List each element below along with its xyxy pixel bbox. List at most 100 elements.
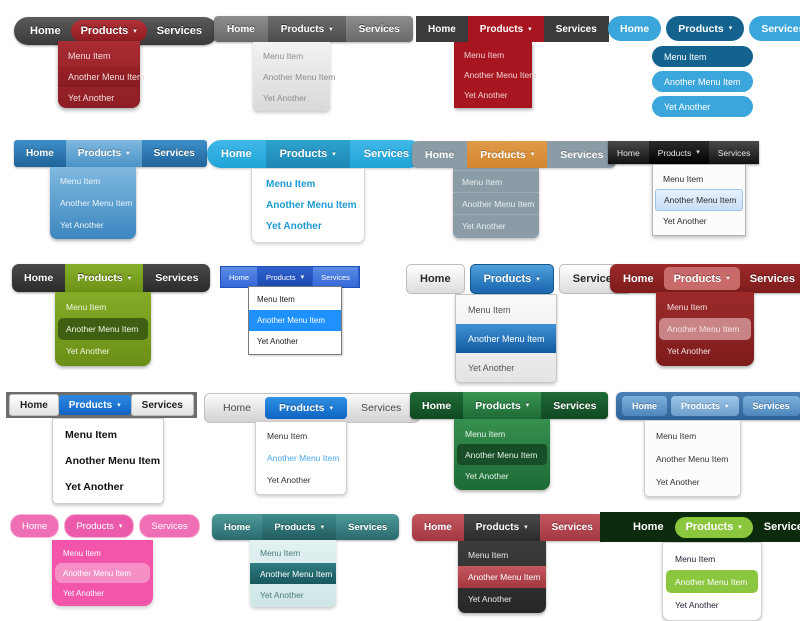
dropdown-item[interactable]: Yet Another: [60, 220, 104, 230]
dropdown-item[interactable]: Another Menu Item: [464, 70, 537, 80]
nav-item-products[interactable]: Products▾: [463, 514, 540, 541]
dropdown-item[interactable]: Another Menu Item: [656, 453, 729, 464]
dropdown-item[interactable]: Menu Item: [266, 179, 316, 190]
dropdown-item[interactable]: Menu Item: [263, 50, 304, 61]
nav-item-products[interactable]: Products▾: [666, 16, 745, 41]
nav-item-products[interactable]: Products▾: [70, 20, 147, 42]
dropdown-item[interactable]: Another Menu Item: [58, 318, 148, 340]
dropdown-item[interactable]: Menu Item: [667, 302, 708, 312]
dropdown-item[interactable]: Yet Another: [266, 221, 322, 232]
nav-item-home[interactable]: Home: [416, 16, 468, 42]
nav-item-home[interactable]: Home: [410, 392, 463, 419]
nav-item-products[interactable]: Products▾: [467, 16, 544, 42]
dropdown-item[interactable]: Yet Another: [656, 476, 700, 487]
nav-item-services[interactable]: Services: [347, 397, 415, 419]
nav-item-products[interactable]: Products▾: [463, 392, 542, 419]
dropdown-item[interactable]: Menu Item: [663, 174, 704, 184]
nav-item-services[interactable]: Services: [130, 394, 194, 416]
dropdown-item[interactable]: Another Menu Item: [666, 570, 758, 593]
nav-item-products[interactable]: Products▾: [648, 141, 709, 164]
dropdown-item[interactable]: Another Menu Item: [250, 563, 336, 584]
nav-item-home[interactable]: Home: [10, 514, 60, 538]
dropdown-item[interactable]: Another Menu Item: [267, 453, 340, 463]
nav-item-home[interactable]: Home: [622, 396, 668, 416]
dropdown-item[interactable]: Yet Another: [667, 346, 711, 356]
dropdown-item[interactable]: Another Menu Item: [655, 189, 743, 211]
dropdown-item[interactable]: Yet Another: [66, 346, 110, 356]
dropdown-item[interactable]: Another Menu Item: [659, 318, 751, 340]
nav-item-services[interactable]: Services: [709, 141, 760, 164]
nav-item-home[interactable]: Home: [9, 394, 59, 416]
dropdown-item[interactable]: Menu Item: [267, 431, 308, 441]
dropdown-item[interactable]: Yet Another: [663, 216, 707, 226]
nav-item-home[interactable]: Home: [214, 16, 268, 42]
nav-item-products[interactable]: Products▾: [674, 516, 753, 538]
nav-item-services[interactable]: Services: [749, 16, 800, 41]
dropdown-item[interactable]: Another Menu Item: [266, 200, 357, 211]
dropdown-item[interactable]: Another Menu Item: [65, 455, 161, 467]
dropdown-item[interactable]: Another Menu Item: [60, 198, 133, 208]
nav-item-products[interactable]: Products▾: [262, 514, 337, 540]
dropdown-item[interactable]: Menu Item: [468, 304, 511, 315]
nav-item-home[interactable]: Home: [406, 264, 465, 294]
dropdown-item[interactable]: Menu Item: [464, 50, 505, 60]
nav-item-services[interactable]: Services: [336, 514, 399, 540]
nav-item-home[interactable]: Home: [608, 16, 662, 41]
nav-item-home[interactable]: Home: [412, 141, 467, 168]
nav-item-services[interactable]: Services: [740, 267, 800, 290]
nav-item-products[interactable]: Products▾: [265, 397, 348, 419]
dropdown-item[interactable]: Menu Item: [453, 170, 539, 192]
nav-item-home[interactable]: Home: [221, 267, 259, 287]
nav-item-services[interactable]: Services: [350, 140, 423, 168]
dropdown-item[interactable]: Yet Another: [263, 92, 307, 103]
nav-item-services[interactable]: Services: [541, 392, 608, 419]
dropdown-item[interactable]: Menu Item: [66, 302, 107, 312]
dropdown-item[interactable]: Yet Another: [468, 594, 512, 604]
dropdown-item[interactable]: Yet Another: [257, 337, 299, 346]
dropdown-item[interactable]: Another Menu Item: [58, 66, 145, 87]
dropdown-item[interactable]: Another Menu Item: [456, 324, 556, 353]
dropdown-item[interactable]: Another Menu Item: [652, 71, 753, 92]
nav-item-products[interactable]: Products▾: [265, 140, 350, 168]
dropdown-item[interactable]: Menu Item: [656, 430, 697, 441]
dropdown-item[interactable]: Menu Item: [257, 295, 295, 304]
dropdown-item[interactable]: Yet Another: [465, 470, 509, 481]
nav-item-products[interactable]: Products▾: [258, 267, 314, 287]
nav-item-services[interactable]: Services: [544, 16, 609, 42]
dropdown-item[interactable]: Menu Item: [465, 428, 506, 439]
nav-item-services[interactable]: Services: [143, 264, 210, 292]
dropdown-item[interactable]: Menu Item: [652, 46, 753, 67]
nav-item-home[interactable]: Home: [209, 397, 265, 419]
nav-item-products[interactable]: Products▾: [663, 267, 740, 290]
dropdown-item[interactable]: Menu Item: [63, 548, 101, 558]
dropdown-item[interactable]: Another Menu Item: [457, 444, 547, 465]
nav-item-home[interactable]: Home: [608, 141, 649, 164]
nav-item-products[interactable]: Products▾: [64, 514, 135, 538]
nav-item-services[interactable]: Services: [346, 16, 413, 42]
nav-item-products[interactable]: Products▾: [65, 140, 142, 167]
dropdown-item[interactable]: Another Menu Item: [249, 310, 341, 331]
nav-item-services[interactable]: Services: [540, 514, 605, 541]
nav-item-products[interactable]: Products▾: [671, 396, 739, 416]
dropdown-item[interactable]: Yet Another: [464, 90, 508, 100]
nav-item-services[interactable]: Services: [753, 517, 800, 538]
dropdown-item[interactable]: Yet Another: [468, 362, 515, 373]
dropdown-item[interactable]: Menu Item: [468, 550, 509, 560]
nav-item-home[interactable]: Home: [207, 140, 266, 168]
dropdown-item[interactable]: Yet Another: [267, 475, 311, 485]
nav-item-home[interactable]: Home: [622, 517, 675, 538]
dropdown-item[interactable]: Another Menu Item: [263, 71, 336, 82]
nav-item-home[interactable]: Home: [20, 20, 71, 42]
dropdown-item[interactable]: Another Menu Item: [458, 566, 546, 588]
dropdown-item[interactable]: Menu Item: [68, 50, 111, 61]
dropdown-item[interactable]: Another Menu Item: [453, 192, 539, 214]
nav-item-home[interactable]: Home: [14, 140, 66, 167]
dropdown-item[interactable]: Yet Another: [652, 96, 753, 117]
nav-item-products[interactable]: Products▾: [467, 141, 548, 168]
dropdown-item[interactable]: Yet Another: [675, 599, 719, 610]
nav-item-services[interactable]: Services: [742, 396, 800, 416]
nav-item-products[interactable]: Products▾: [267, 16, 346, 42]
dropdown-item[interactable]: Yet Another: [453, 214, 539, 236]
nav-item-products[interactable]: Products▾: [65, 264, 144, 292]
nav-item-products[interactable]: Products▾: [469, 264, 554, 294]
